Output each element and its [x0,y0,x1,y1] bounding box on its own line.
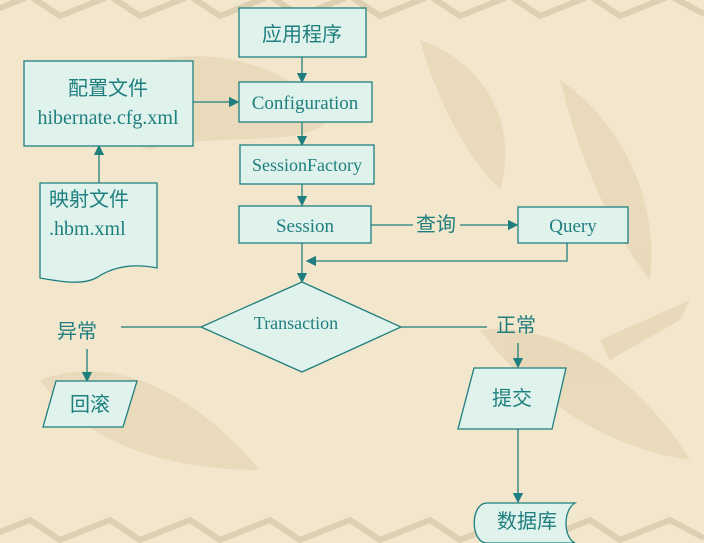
database-label: 数据库 [497,510,557,533]
edge-label-exception: 异常 [57,320,97,343]
node-commit[interactable]: 提交 [457,367,567,430]
node-session-factory[interactable]: SessionFactory [239,144,375,185]
node-transaction[interactable]: Transaction [199,281,403,373]
session-label: Session [276,216,335,237]
node-app-label: 应用程序 [262,23,342,46]
commit-label: 提交 [492,387,532,410]
node-mapping-file[interactable]: 映射文件 .hbm.xml [39,182,158,283]
node-rollback[interactable]: 回滚 [42,380,138,428]
edge-label-normal: 正常 [496,314,536,337]
query-label: Query [549,216,597,237]
configuration-label: Configuration [252,93,359,114]
mapping-file-label: .hbm.xml [49,218,126,240]
node-config-file[interactable]: 配置文件 hibernate.cfg.xml [23,60,194,147]
config-title-label: 配置文件 [68,77,148,100]
node-query[interactable]: Query [517,206,629,244]
node-session[interactable]: Session [238,205,372,244]
transaction-label: Transaction [254,313,338,333]
session-factory-label: SessionFactory [252,155,362,175]
edge-label-query: 查询 [416,213,456,236]
mapping-title-label: 映射文件 [49,188,129,211]
node-configuration[interactable]: Configuration [238,81,373,123]
config-file-label: hibernate.cfg.xml [37,107,178,129]
rollback-label: 回滚 [70,393,110,416]
node-database[interactable]: 数据库 [473,502,578,543]
edges [81,57,568,504]
node-app[interactable]: 应用程序 [238,7,367,58]
edge-query-return [305,243,568,267]
